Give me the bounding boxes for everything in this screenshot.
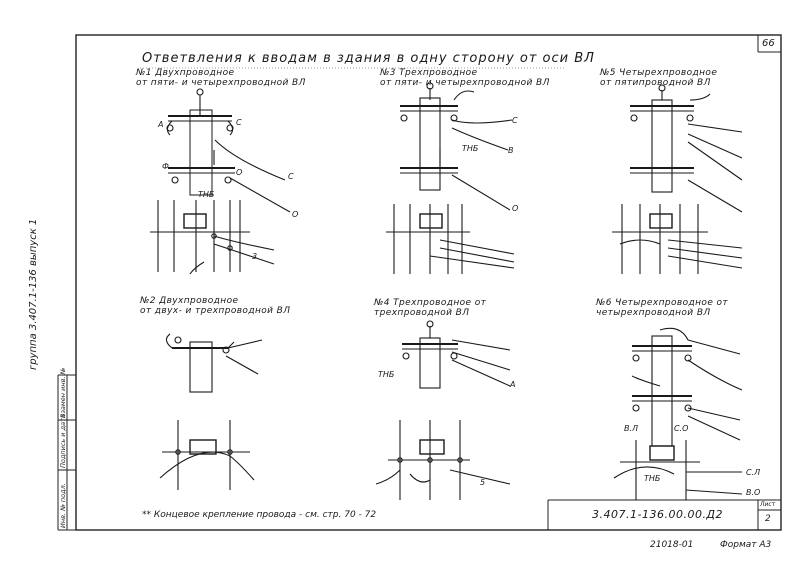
diagram-3-caption: №3 Трехпроводное от пяти- и четырехпрово… bbox=[380, 68, 550, 88]
label-bo-d6: В.О bbox=[746, 488, 761, 497]
diagram-2-number: №2 bbox=[140, 296, 156, 306]
diagram-3-subtitle: от пяти- и четырехпроводной ВЛ bbox=[380, 78, 550, 88]
diagram-6-caption: №6 Четырехпроводное от четырехпроводной … bbox=[596, 298, 728, 318]
diagram-5-number: №5 bbox=[600, 68, 616, 78]
label-tnb: ТНБ bbox=[198, 190, 215, 199]
label-o: О bbox=[236, 168, 243, 177]
diagram-2 bbox=[159, 333, 263, 490]
label-a: А bbox=[158, 120, 164, 129]
diagram-5-title: Четырехпроводное bbox=[619, 68, 718, 78]
label-tnb-d3: ТНБ bbox=[462, 144, 479, 153]
label-c: С bbox=[236, 118, 242, 127]
diagram-2-caption: №2 Двухпроводное от двух- и трехпроводно… bbox=[140, 296, 290, 316]
diagram-3-title: Трехпроводное bbox=[399, 68, 478, 78]
diagram-5-subtitle: от пятипроводной ВЛ bbox=[600, 78, 711, 88]
footnote-text: Концевое крепление провода - см. стр. 70… bbox=[153, 510, 377, 520]
label-b-d3: В bbox=[508, 146, 514, 155]
label-c-branch: С bbox=[288, 172, 294, 181]
footnote: ** Концевое крепление провода - см. стр.… bbox=[142, 510, 376, 520]
format-label: Формат А3 bbox=[720, 540, 772, 550]
label-5-d4: 5 bbox=[480, 478, 486, 487]
label-3: 3 bbox=[252, 252, 258, 261]
label-c-d3: С bbox=[512, 116, 518, 125]
diagram-4-caption: №4 Трехпроводное от трехпроводной ВЛ bbox=[374, 298, 486, 318]
diagram-4 bbox=[375, 320, 511, 500]
diagram-3-number: №3 bbox=[380, 68, 396, 78]
page-title: Ответвления к вводам в здания в одну сто… bbox=[142, 51, 595, 66]
bottom-code: 21018-01 bbox=[650, 540, 694, 550]
diagram-1-subtitle: от пяти- и четырехпроводной ВЛ bbox=[136, 78, 306, 88]
diagram-1-title: Двухпроводное bbox=[155, 68, 235, 78]
diagram-6-number: №6 bbox=[596, 298, 612, 308]
label-tnb-d6: ТНБ bbox=[644, 474, 661, 483]
doc-code: 3.407.1-136.00.00.Д2 bbox=[592, 508, 724, 521]
label-cl-d6: С.Л bbox=[746, 468, 761, 477]
label-f: Ф bbox=[162, 162, 169, 171]
diagram-6-subtitle: четырехпроводной ВЛ bbox=[596, 308, 711, 318]
list-number: 2 bbox=[765, 514, 771, 524]
diagram-2-title: Двухпроводное bbox=[159, 296, 239, 306]
side-note: группа 3.407.1-136 выпуск 1 bbox=[28, 218, 39, 370]
footnote-mark: ** bbox=[142, 510, 151, 520]
label-o-branch: О bbox=[292, 210, 299, 219]
diagram-5-caption: №5 Четырехпроводное от пятипроводной ВЛ bbox=[600, 68, 717, 88]
stamp-inv-no: Инв. № подл. bbox=[59, 483, 67, 528]
stamp-replace: Взамен инв. № bbox=[59, 367, 67, 418]
label-vl-d6: В.Л bbox=[624, 424, 639, 433]
page-number: 66 bbox=[762, 38, 775, 49]
label-a-d4: А bbox=[510, 380, 516, 389]
label-co-d6: С.О bbox=[674, 424, 689, 433]
diagram-1 bbox=[150, 88, 291, 275]
diagram-3 bbox=[386, 82, 515, 274]
diagram-4-number: №4 bbox=[374, 298, 390, 308]
diagram-5 bbox=[612, 84, 743, 274]
stamp-sign-date: Подпись и дата bbox=[59, 414, 67, 468]
diagram-2-subtitle: от двух- и трехпроводной ВЛ bbox=[140, 306, 291, 316]
diagram-1-caption: №1 Двухпроводное от пяти- и четырехпрово… bbox=[136, 68, 306, 88]
diagram-1-number: №1 bbox=[136, 68, 152, 78]
label-tnb-d4: ТНБ bbox=[378, 370, 395, 379]
label-o-d3: О bbox=[512, 204, 519, 213]
diagram-6 bbox=[613, 327, 743, 500]
list-label: Лист bbox=[760, 501, 776, 508]
diagram-4-subtitle: трехпроводной ВЛ bbox=[374, 308, 470, 318]
diagram-6-title: Четырехпроводное от bbox=[615, 298, 729, 308]
diagram-4-title: Трехпроводное от bbox=[393, 298, 487, 308]
